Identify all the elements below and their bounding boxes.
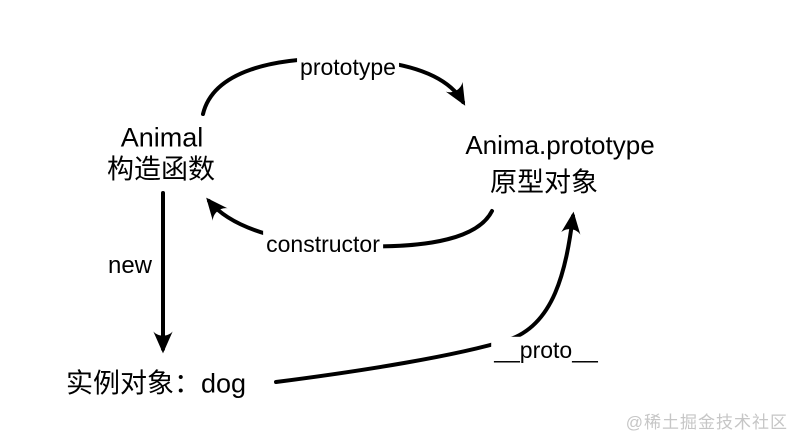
proto-edge-label: __proto__ <box>491 336 601 364</box>
prototype-edge-label: prototype <box>297 53 399 81</box>
instance-object-label: 实例对象：dog <box>66 368 247 399</box>
prototype-object-subtitle: 原型对象 <box>490 167 598 198</box>
constructor-fn-subtitle: 构造函数 <box>107 154 215 185</box>
constructor-fn-title: Animal <box>120 122 204 153</box>
watermark: @稀土掘金技术社区 <box>625 413 788 432</box>
prototype-object-title: Anima.prototype <box>465 130 655 161</box>
constructor-edge-label: constructor <box>263 230 383 258</box>
new-edge-label: new <box>107 252 153 280</box>
